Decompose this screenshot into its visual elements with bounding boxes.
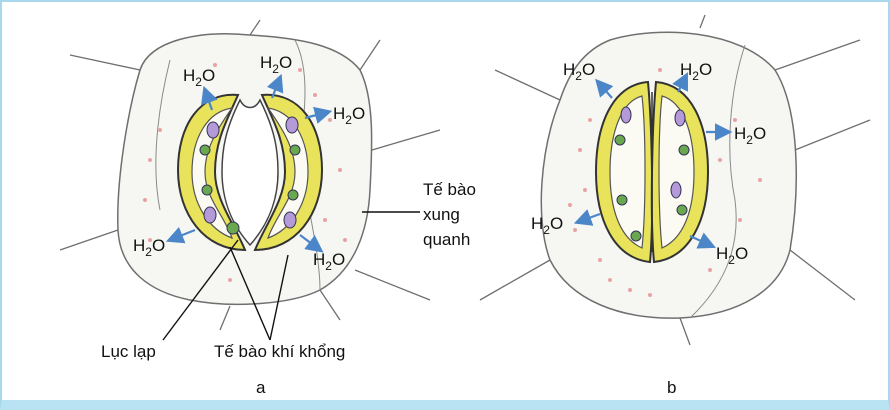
panel-a-drawing — [60, 20, 440, 330]
surrounding-cell-label-3: quanh — [423, 230, 470, 249]
surrounding-cell-label-2: xung — [423, 205, 460, 224]
panel-b-label: b — [667, 378, 676, 397]
chloroplast-label: Lục lạp — [101, 342, 156, 361]
surrounding-cell-label-1: Tế bào — [423, 180, 476, 199]
panel-a-label: a — [256, 378, 266, 397]
panel-b-drawing — [480, 15, 870, 345]
guard-cell-label: Tế bào khí khổng — [214, 342, 345, 361]
